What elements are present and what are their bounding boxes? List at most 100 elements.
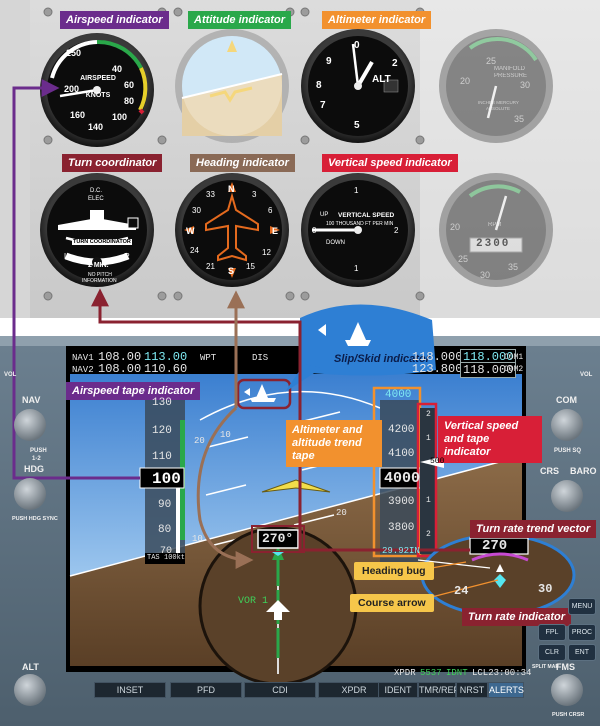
softkey-alerts[interactable]: ALERTS [488,682,524,698]
asi-top-label: AIRSPEED [80,75,116,82]
as-tick-110: 110 [152,451,172,463]
com1-label: COM1 [504,353,524,362]
bezel-nav: NAV [22,395,41,405]
as-tick-90: 90 [158,499,172,511]
label-vertical-speed-indicator: Vertical speed indicator [322,154,458,172]
slip-skid-triangle [256,384,268,398]
hi-15: 15 [246,262,255,271]
vsi-gauge [301,173,415,287]
pitch-10a: 10 [220,430,231,440]
softkey-inset[interactable]: INSET [94,682,166,698]
xpdr-label: XPDR [394,668,416,678]
slip-skid-target [236,378,292,410]
hi-30: 30 [192,206,201,215]
alt-num-8: 8 [316,80,322,91]
pitch-20b: 20 [336,508,347,518]
bezel-vol-right: VOL [580,372,593,378]
tc-info2-label: INFORMATION [82,278,117,284]
key-proc[interactable]: PROC [568,624,596,641]
pitch-20a: 20 [194,436,205,446]
vs-tape-bg [420,408,436,554]
asi-num-140: 140 [88,122,104,132]
label-heading-bug: Heading bug [354,562,434,580]
attitude-gauge [175,29,289,143]
softkey-ident[interactable]: IDENT [378,682,418,698]
vs-tick-1a: 1 [426,434,431,443]
manifold-pressure-gauge [439,29,553,143]
softkey-nrst[interactable]: NRST [456,682,488,698]
hsi-heading: 270° [262,531,294,546]
tach-num-25: 25 [458,254,469,264]
tc-min-label: 2 MIN. [88,262,109,269]
com-standby-1: 118.000 [412,350,463,364]
key-ent[interactable]: ENT [568,644,596,661]
alt-baro: 29.92IN [382,546,420,556]
tc-l-label: L [64,252,69,261]
slip-skid-callout-bar [345,340,371,346]
nav1-active: 108.00 [98,350,142,364]
bezel-push-crsr: PUSH CRSR [552,712,585,718]
vsi-num-1: 1 [354,186,359,195]
vsi-num-2: 2 [394,226,399,235]
bezel-push-squelch: PUSH SQ [554,448,582,454]
dis-label: DIS [252,353,269,363]
bezel-fms: FMS [556,662,575,672]
hi-3: 3 [252,190,257,199]
tas-label: TAS [147,554,160,562]
label-altimeter-tape-text: Altimeter and altitude trend tape [292,424,363,462]
alt-tick-3800: 3800 [388,522,415,534]
mp-label-3: INCHES MERCURY [478,100,519,105]
pitch-10b: 10 [192,534,203,544]
vsi-title: VERTICAL SPEED [338,212,395,219]
alt-num-5: 5 [354,120,360,131]
alt-num-0: 0 [354,40,360,51]
nav2-standby: 110.60 [144,362,188,376]
label-airspeed-indicator: Airspeed indicator [60,11,169,29]
label-course-arrow: Course arrow [350,594,434,612]
label-heading-indicator: Heading indicator [190,154,295,172]
tc-title-label: TURN COORDINATOR [72,239,132,245]
xpdr-mode: IDNT [446,668,468,678]
hi-e: E [272,226,279,236]
asi-num-200: 200 [64,84,80,94]
com2-standby: 123.800 [412,362,463,376]
heading-gauge [175,173,289,287]
tach-rpm: RPM [488,222,502,228]
wpt-label: WPT [200,353,217,363]
slip-skid-bar [250,398,276,402]
hi-6: 6 [268,206,273,215]
hi-33: 33 [206,190,215,199]
hi-n: N [228,184,235,194]
nav1-label: NAV1 [72,353,94,363]
label-vsi-tape-text: Vertical speed and tape indicator [444,420,519,458]
softkey-cdi[interactable]: CDI [244,682,316,698]
vsi-num-0: 0 [312,226,317,235]
softkey-pfd[interactable]: PFD [170,682,242,698]
mp-num-25: 25 [486,56,497,66]
airspeed-tape-white [176,470,180,560]
tachometer-gauge [439,173,553,287]
vs-tape-outline [416,402,438,558]
bezel-crs: CRS [540,466,560,476]
tach-counter: 2300 [476,238,511,250]
hi-21: 21 [206,262,215,271]
key-fpl[interactable]: FPL [538,624,566,641]
asi-num-160: 160 [70,110,86,120]
label-attitude-indicator: Attitude indicator [188,11,292,29]
hsi-nav-source: VOR 1 [238,596,269,607]
roll-pointer-left [244,388,250,396]
label-airspeed-tape: Airspeed tape indicator [66,382,201,400]
tach-num-20: 20 [450,222,461,232]
key-clr[interactable]: CLR [538,644,566,661]
nav2-label: NAV2 [72,365,94,375]
bezel-push-id: PUSH [30,448,47,454]
hi-24: 24 [190,246,199,255]
key-menu[interactable]: MENU [568,598,596,615]
softkey-tmr-ref[interactable]: TMR/REF [418,682,459,698]
as-tick-70: 70 [160,546,173,557]
as-tick-120: 120 [152,425,172,437]
asi-face-text: AIRSPEED KNOTS [70,74,126,100]
mp-label-1: MANIFOLD [494,66,526,72]
vsi-up: UP [320,212,329,218]
